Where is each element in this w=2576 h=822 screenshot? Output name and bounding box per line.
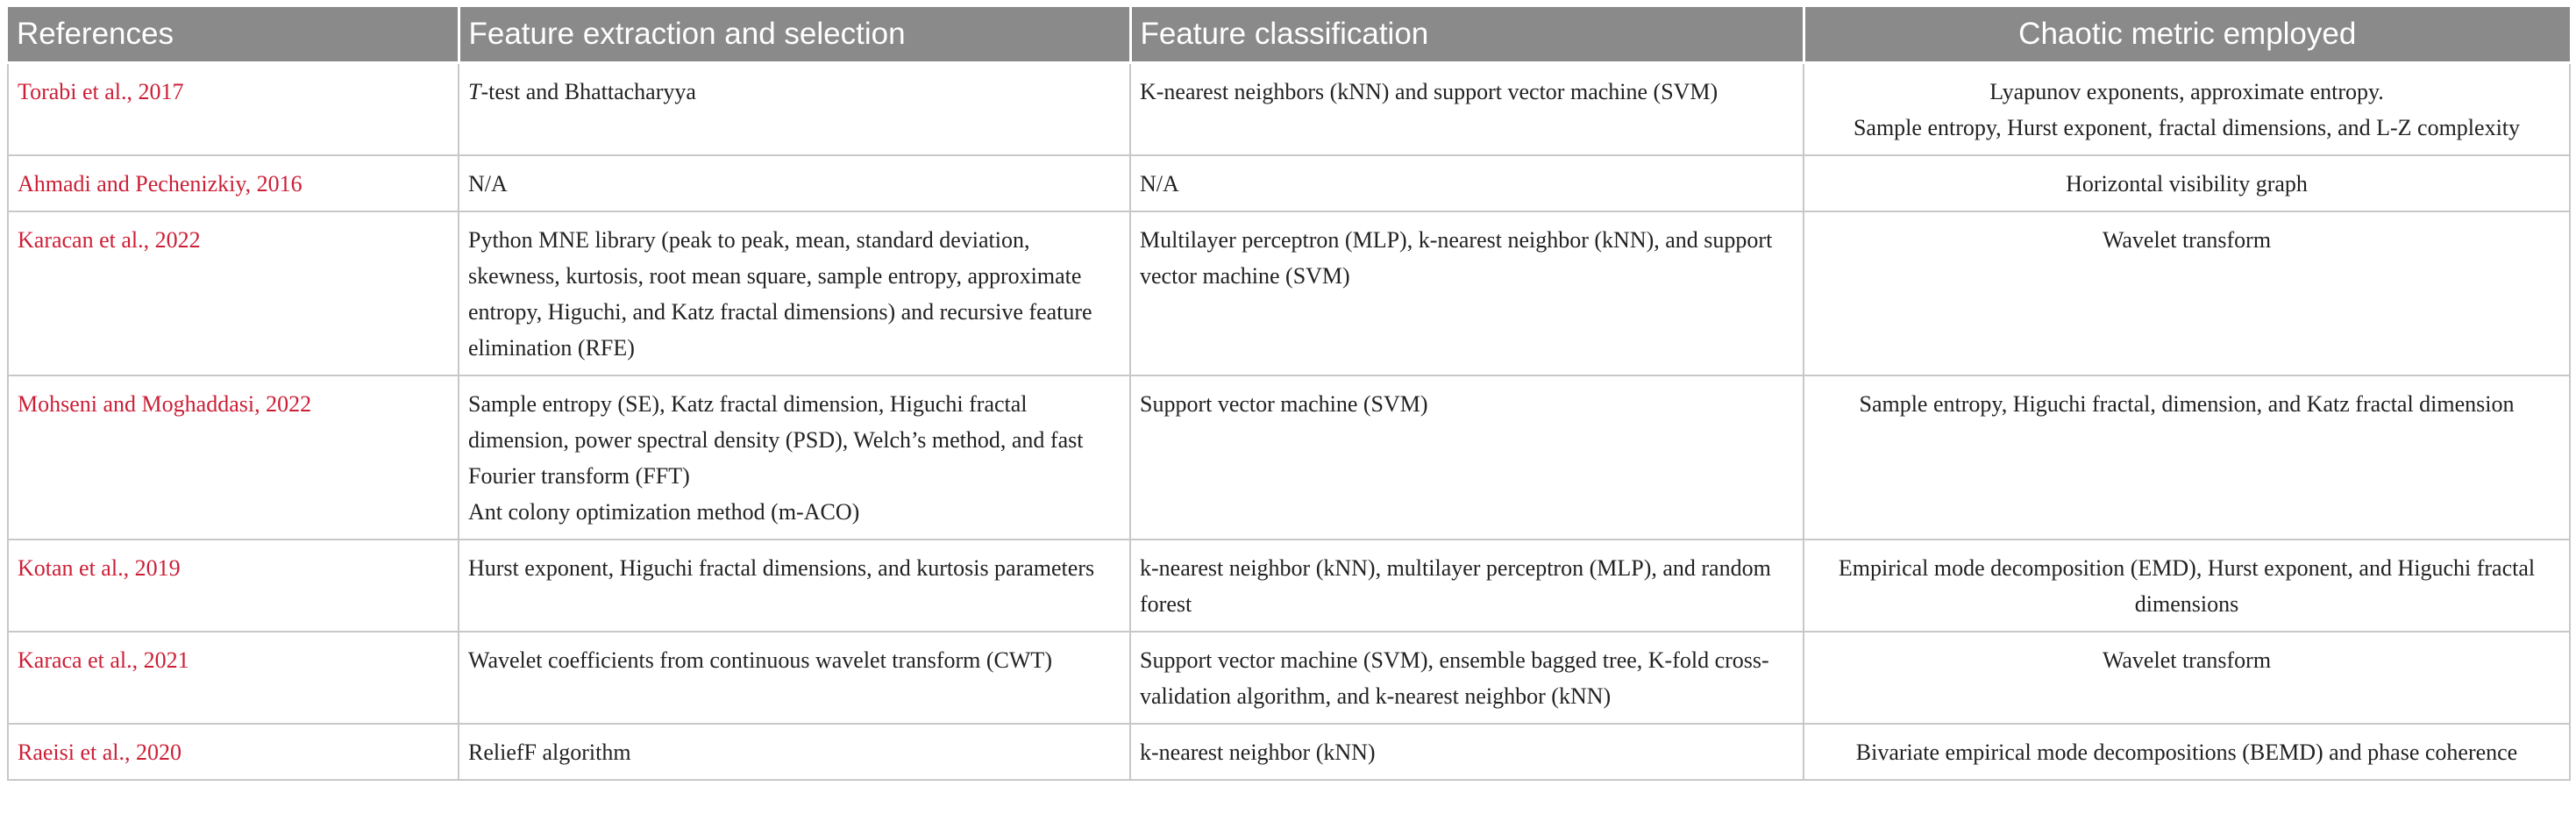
metric-cell: Horizontal visibility graph xyxy=(1803,154,2571,212)
extraction-italic-text: T xyxy=(468,79,481,104)
metric-cell: Bivariate empirical mode decompositions … xyxy=(1803,723,2571,781)
comparison-table-container: References Feature extraction and select… xyxy=(7,7,2571,781)
extraction-cell: N/A xyxy=(458,154,1131,212)
table-row: Mohseni and Moghaddasi, 2022 Sample entr… xyxy=(7,375,2571,540)
classification-cell: k-nearest neighbor (kNN) xyxy=(1129,723,1804,781)
header-row: References Feature extraction and select… xyxy=(8,7,2570,64)
classification-cell: K-nearest neighbors (kNN) and support ve… xyxy=(1129,61,1804,156)
table-row: Ahmadi and Pechenizkiy, 2016 N/A N/A Hor… xyxy=(7,154,2571,212)
table-row: Kotan et al., 2019 Hurst exponent, Higuc… xyxy=(7,539,2571,633)
table-row: Raeisi et al., 2020 ReliefF algorithm k-… xyxy=(7,723,2571,781)
reference-link[interactable]: Torabi et al., 2017 xyxy=(7,61,459,156)
metric-cell: Empirical mode decomposition (EMD), Hurs… xyxy=(1803,539,2571,633)
classification-cell: Support vector machine (SVM) xyxy=(1129,375,1804,540)
classification-cell: N/A xyxy=(1129,154,1804,212)
classification-cell: Multilayer perceptron (MLP), k-nearest n… xyxy=(1129,211,1804,376)
header-feature-extraction: Feature extraction and selection xyxy=(457,7,1132,64)
comparison-table: References Feature extraction and select… xyxy=(7,7,2571,781)
classification-cell: k-nearest neighbor (kNN), multilayer per… xyxy=(1129,539,1804,633)
header-feature-classification: Feature classification xyxy=(1128,7,1805,64)
extraction-text: -test and Bhattacharyya xyxy=(480,79,696,104)
reference-link[interactable]: Mohseni and Moghaddasi, 2022 xyxy=(7,375,459,540)
metric-cell: Wavelet transform xyxy=(1803,211,2571,376)
reference-link[interactable]: Kotan et al., 2019 xyxy=(7,539,459,633)
extraction-cell: Python MNE library (peak to peak, mean, … xyxy=(458,211,1131,376)
reference-link[interactable]: Raeisi et al., 2020 xyxy=(7,723,459,781)
extraction-cell: ReliefF algorithm xyxy=(458,723,1131,781)
table-row: Karaca et al., 2021 Wavelet coefficients… xyxy=(7,631,2571,725)
header-references: References xyxy=(8,7,460,64)
extraction-cell: Hurst exponent, Higuchi fractal dimensio… xyxy=(458,539,1131,633)
table-row: Torabi et al., 2017 T-test and Bhattacha… xyxy=(7,61,2571,156)
extraction-cell: Wavelet coefficients from continuous wav… xyxy=(458,631,1131,725)
metric-cell: Wavelet transform xyxy=(1803,631,2571,725)
reference-link[interactable]: Karaca et al., 2021 xyxy=(7,631,459,725)
table-body: Torabi et al., 2017 T-test and Bhattacha… xyxy=(7,61,2571,781)
classification-cell: Support vector machine (SVM), ensemble b… xyxy=(1129,631,1804,725)
metric-cell: Sample entropy, Higuchi fractal, dimensi… xyxy=(1803,375,2571,540)
extraction-cell: T-test and Bhattacharyya xyxy=(458,61,1131,156)
header-chaotic-metric: Chaotic metric employed xyxy=(1802,7,2570,64)
table-row: Karacan et al., 2022 Python MNE library … xyxy=(7,211,2571,376)
table-header: References Feature extraction and select… xyxy=(8,7,2570,64)
metric-cell: Lyapunov exponents, approximate entropy.… xyxy=(1803,61,2571,156)
reference-link[interactable]: Ahmadi and Pechenizkiy, 2016 xyxy=(7,154,459,212)
extraction-cell: Sample entropy (SE), Katz fractal dimens… xyxy=(458,375,1131,540)
reference-link[interactable]: Karacan et al., 2022 xyxy=(7,211,459,376)
